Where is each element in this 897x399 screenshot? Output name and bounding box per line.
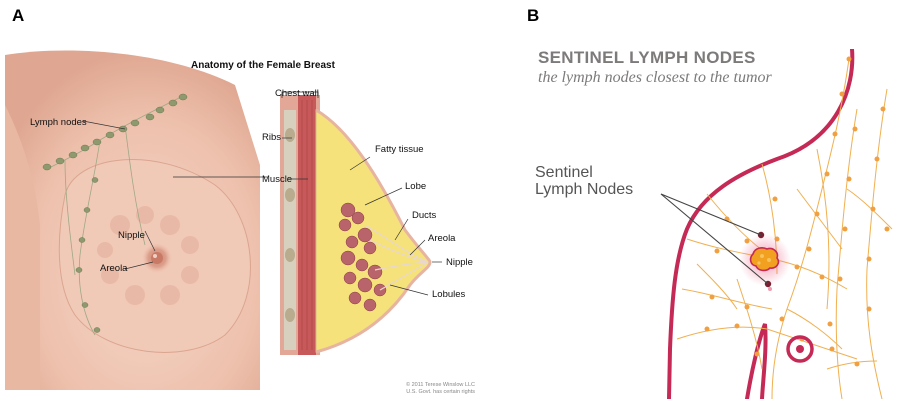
- label-ducts: Ducts: [412, 210, 436, 221]
- panel-a-title: Anatomy of the Female Breast: [191, 60, 335, 71]
- credit-line-2: U.S. Govt. has certain rights: [380, 389, 475, 396]
- label-lobe: Lobe: [405, 181, 426, 192]
- label-areola-side: Areola: [428, 233, 455, 244]
- label-nipple-side: Nipple: [446, 257, 473, 268]
- breast-cross-section-illustration: [270, 90, 450, 360]
- label-areola-front: Areola: [100, 263, 127, 274]
- sentinel-label: Sentinel Lymph Nodes: [535, 164, 633, 198]
- panel-b-letter: B: [527, 6, 539, 26]
- breast-front-illustration: [5, 45, 275, 390]
- panel-a-letter: A: [12, 6, 24, 26]
- label-lobules: Lobules: [432, 289, 465, 300]
- label-chest-wall: Chest wall: [275, 88, 319, 99]
- label-fatty-tissue: Fatty tissue: [375, 144, 424, 155]
- label-ribs: Ribs: [262, 132, 281, 143]
- illustration-credit: © 2011 Terese Winslow LLC U.S. Govt. has…: [380, 382, 475, 396]
- sentinel-label-line-2: Lymph Nodes: [535, 181, 633, 198]
- label-nipple-front: Nipple: [118, 230, 145, 241]
- credit-line-1: © 2011 Terese Winslow LLC: [380, 382, 475, 389]
- label-lymph-nodes: Lymph nodes: [30, 117, 87, 128]
- sentinel-nodes-illustration: [587, 49, 897, 399]
- sentinel-label-line-1: Sentinel: [535, 164, 633, 181]
- label-muscle: Muscle: [262, 174, 292, 185]
